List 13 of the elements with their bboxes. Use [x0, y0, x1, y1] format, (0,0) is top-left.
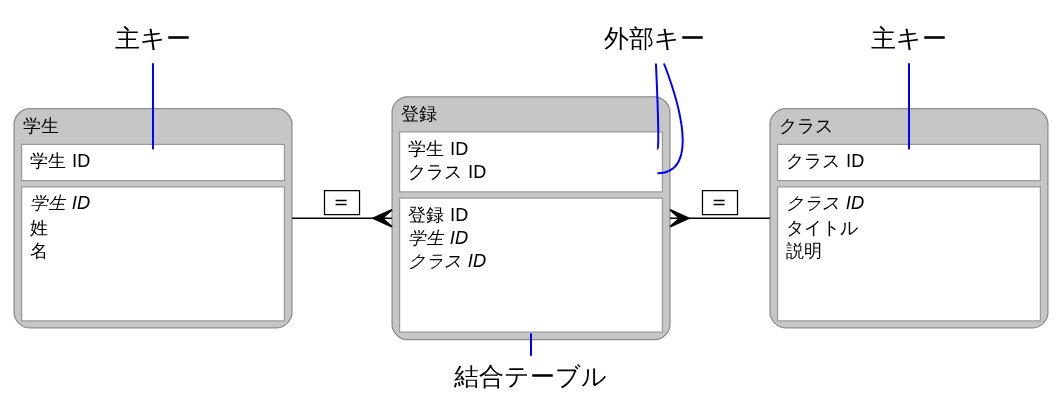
connector	[654, 62, 660, 150]
node-text: 結合テーブル	[454, 361, 608, 391]
edge-label: =	[711, 191, 727, 212]
node-text: 主キー	[115, 23, 192, 53]
edge-label: =	[333, 191, 349, 212]
node-text: 主キー	[870, 23, 947, 53]
connector	[152, 61, 154, 150]
connector	[291, 208, 393, 228]
connector	[530, 331, 532, 357]
node-text: 外部キー	[604, 23, 706, 53]
connector	[908, 61, 910, 150]
connector	[669, 208, 771, 228]
connector	[656, 62, 684, 174]
